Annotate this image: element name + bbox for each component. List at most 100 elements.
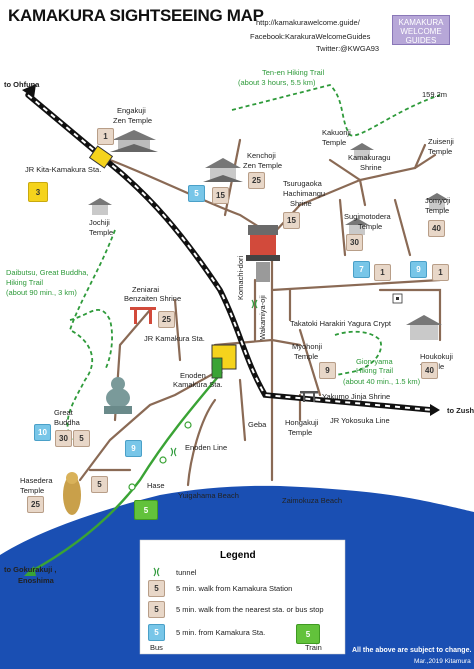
- kamakura-station-enoden: [211, 357, 223, 379]
- enoden-stops: [128, 421, 192, 491]
- label-jr-yokosuka-line: JR Yokosuka Line: [330, 416, 390, 425]
- trail-daibutsu-branch: [69, 309, 113, 371]
- place-engakuji-1[interactable]: Engakuji: [117, 106, 146, 115]
- label-zaimokuza-beach: Zaimokuza Beach: [282, 496, 343, 505]
- place-zuisenji-1[interactable]: Zuisenji: [428, 137, 454, 146]
- station-geba: Geba: [248, 420, 267, 429]
- legend-walk-nearest: 5 min. walk from the nearest sta. or bus…: [176, 605, 324, 614]
- place-hasedera-2[interactable]: Temple: [20, 486, 45, 495]
- place-engakuji-2[interactable]: Zen Temple: [113, 116, 153, 125]
- badge-sugimotodera-30: 30: [346, 234, 363, 251]
- place-jochiji-2[interactable]: Temple: [89, 228, 114, 237]
- place-zeniarai-2[interactable]: Benzaiten Shrine: [124, 294, 182, 303]
- place-tsurugaoka-2[interactable]: Hachimangu: [283, 189, 326, 198]
- station-hase: Hase: [147, 481, 165, 490]
- place-kenchoji-1[interactable]: Kenchoji: [247, 151, 276, 160]
- place-kamakuragu-1[interactable]: Kamakuragu: [348, 153, 391, 162]
- hiking-trails: [66, 84, 441, 441]
- legend-walk-station: 5 min. walk from Kamakura Station: [176, 584, 293, 593]
- tunnel-marks: [170, 299, 258, 457]
- takatoki-cross: [392, 293, 403, 304]
- place-kenchoji-2[interactable]: Zen Temple: [243, 161, 283, 170]
- place-kakuonji-2[interactable]: Temple: [322, 138, 347, 147]
- footer-note: All the above are subject to change.: [352, 647, 472, 654]
- jomyoji-building: [425, 193, 449, 210]
- place-zuisenji-2[interactable]: Temple: [428, 147, 453, 156]
- badge-buddha-30: 30: [55, 430, 72, 447]
- hasedera-statue: [63, 472, 81, 515]
- legend-train: Train: [305, 643, 322, 652]
- trail-gionyama-label-1: Gion-yama: [356, 357, 393, 366]
- badge-hase-train: 5: [134, 500, 158, 520]
- place-great-buddha-2[interactable]: Buddha: [54, 418, 80, 427]
- badge-tsurugaoka-15: 15: [283, 212, 300, 229]
- badge-buddha-5: 5: [73, 430, 90, 447]
- trail-daibutsu: [66, 229, 116, 441]
- badge-buddha-bus: 10: [34, 424, 51, 441]
- legend-walk-nearest-icon: 5: [148, 601, 165, 618]
- badge-hasedera-25: 25: [27, 496, 44, 513]
- website-url[interactable]: http://kamakurawelcome.guide/: [256, 18, 360, 27]
- station-kita-kamakura: JR Kita-Kamakura Sta.: [25, 165, 102, 174]
- place-sugimotodera-1[interactable]: Sugimotodera: [344, 212, 391, 221]
- jr-line-stripes: [27, 94, 433, 411]
- place-hongakuji-1[interactable]: Hongakuji: [285, 418, 319, 427]
- road-hokokuji: [378, 288, 442, 342]
- trail-gionyama-label-3: (about 40 min., 1.5 km): [343, 377, 421, 386]
- badge-kenchoji-25: 25: [248, 172, 265, 189]
- road-kakuonji: [328, 158, 362, 182]
- arrow-zushi: [430, 404, 440, 416]
- place-tsurugaoka-1[interactable]: Tsurugaoka: [283, 179, 322, 188]
- legend-walk-station-icon: 5: [148, 580, 165, 597]
- facebook-handle[interactable]: Facebook:KarakuraWelcomeGuides: [250, 32, 371, 41]
- legend-bus-icon: 5: [148, 624, 165, 641]
- road-myohonji: [298, 328, 322, 397]
- place-jochiji-1[interactable]: Jochiji: [89, 218, 110, 227]
- road-kenchoji: [108, 158, 274, 237]
- place-zeniarai-1[interactable]: Zeniarai: [132, 285, 160, 294]
- label-enoden-line: Enoden Line: [185, 443, 228, 452]
- trail-daibutsu-label-1: Daibutsu, Great Buddha,: [6, 268, 89, 277]
- badge-kita-station: 3: [28, 182, 48, 202]
- engakuji-building: [110, 130, 158, 152]
- place-kamakuragu-2[interactable]: Shrine: [360, 163, 382, 172]
- place-hokokuji-1[interactable]: Houkokuji: [420, 352, 453, 361]
- zeniarai-torii: [130, 307, 156, 324]
- place-takatoki[interactable]: Takatoki Harakiri Yagura Crypt: [290, 319, 392, 328]
- place-great-buddha-1[interactable]: Great: [54, 408, 73, 417]
- badge-sugimotodera-1: 1: [374, 264, 391, 281]
- place-tsurugaoka-3[interactable]: Shrine: [290, 199, 312, 208]
- temple-pictograms: [63, 130, 449, 515]
- legend-train-icon: 5: [296, 624, 320, 644]
- logo-line-1: KAMAKURA: [398, 18, 444, 27]
- great-buddha-statue: [104, 377, 132, 414]
- place-myohonji-1[interactable]: Myohonji: [292, 342, 323, 351]
- place-hasedera-1[interactable]: Hasedera: [20, 476, 53, 485]
- direction-gokurakuji: to Gokurakuji ,: [4, 565, 57, 574]
- place-jomyoji-1[interactable]: Jomyoji: [425, 196, 451, 205]
- trail-gionyama: [319, 330, 382, 379]
- label-yuigahama-beach: Yuigahama Beach: [178, 491, 239, 500]
- place-myohonji-2[interactable]: Temple: [294, 352, 319, 361]
- badge-kenchoji-bus: 5: [188, 185, 205, 202]
- station-kamakura-jr: JR Kamakura Sta.: [144, 334, 205, 343]
- yakumo-torii: [300, 391, 318, 402]
- place-jomyoji-2[interactable]: Temple: [425, 206, 450, 215]
- road-kamakuragu: [358, 178, 367, 207]
- place-yakumo[interactable]: Yakumo Jinja Shrine: [322, 392, 391, 401]
- place-sugimotodera-2[interactable]: Temple: [358, 222, 383, 231]
- welcome-guides-logo: KAMAKURA WELCOME GUIDES: [392, 15, 450, 45]
- place-hongakuji-2[interactable]: Temple: [288, 428, 313, 437]
- direction-enoshima: Enoshima: [18, 576, 54, 585]
- place-kakuonji-1[interactable]: Kakuonji: [322, 128, 351, 137]
- hokokuji-building: [406, 315, 442, 340]
- kita-kamakura-station: [88, 145, 114, 169]
- badge-zeniarai-25: 25: [158, 311, 175, 328]
- twitter-handle[interactable]: Twitter:@KWGA93: [316, 44, 380, 53]
- trail-tenen-elevation: 159.2m: [422, 90, 448, 99]
- logo-line-2: WELCOME: [400, 27, 442, 36]
- trail-daibutsu-label-3: (about 90 min., 3 km): [6, 288, 77, 297]
- sugimotodera-building: [345, 218, 369, 235]
